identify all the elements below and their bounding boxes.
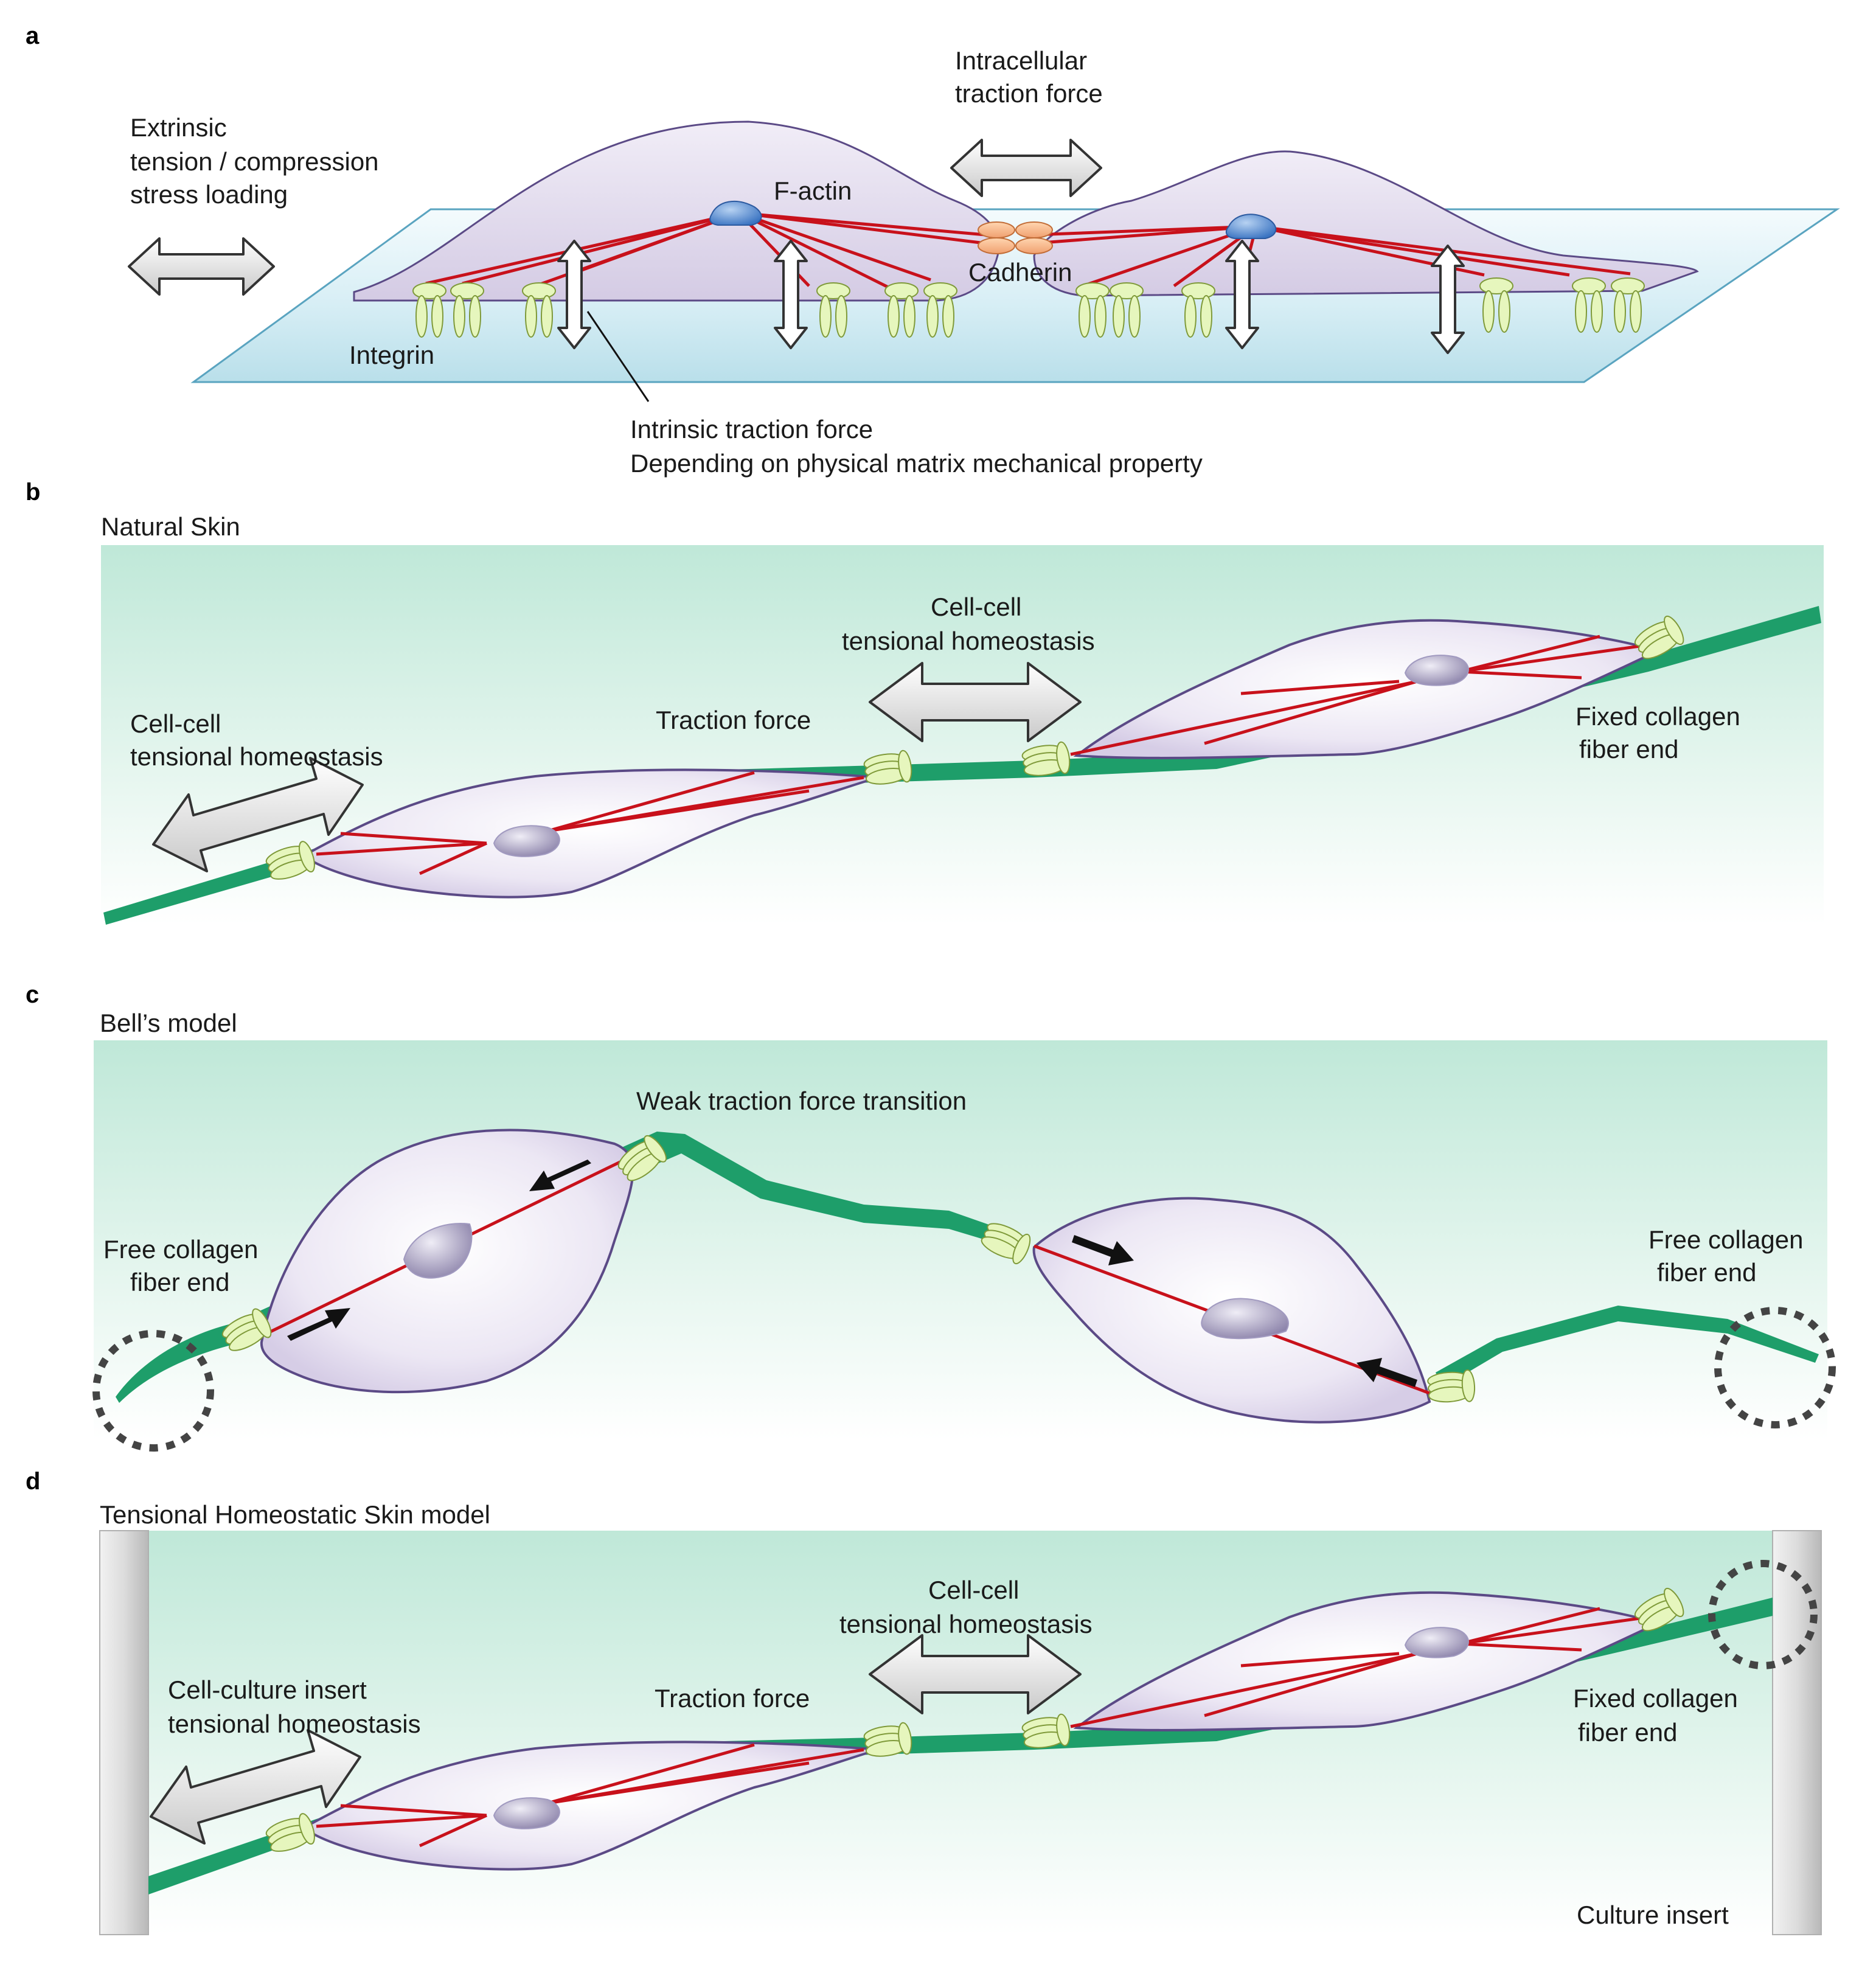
nucleus-a-right xyxy=(1225,214,1277,239)
free-end-circle-left xyxy=(92,1330,214,1452)
free-left-label-1: Free collagen xyxy=(103,1235,258,1264)
nucleus-c-left xyxy=(403,1223,473,1279)
intracellular-label-2: traction force xyxy=(955,79,1103,108)
nucleus-d-right xyxy=(1404,1627,1469,1658)
cadherin-label: Cadherin xyxy=(968,258,1072,287)
free-right-label-1: Free collagen xyxy=(1648,1225,1803,1254)
cellcell-arrow-b-left xyxy=(152,757,364,872)
free-end-circle-right xyxy=(1714,1307,1836,1428)
tissue-background-d xyxy=(100,1531,1821,1935)
cellcell-arrow-d-center xyxy=(869,1634,1082,1714)
panel-d: d Tensional Homeostatic Skin model xyxy=(26,1468,1822,1935)
cellcell-b-left-1: Cell-cell xyxy=(130,709,221,738)
cadherin-cluster xyxy=(978,221,1053,254)
collagen-fiber-d xyxy=(148,1598,1773,1894)
intrinsic-leader-line xyxy=(586,311,650,402)
nucleus-d-left xyxy=(493,1797,560,1829)
traction-label-d: Traction force xyxy=(655,1684,810,1713)
intrinsic-label-2: Depending on physical matrix mechanical … xyxy=(630,449,1203,478)
cellcell-b-center-1: Cell-cell xyxy=(931,593,1021,621)
factin-label: F-actin xyxy=(774,176,852,205)
cellcell-d-center-1: Cell-cell xyxy=(928,1576,1019,1604)
nucleus-b-right xyxy=(1404,655,1469,686)
intracellular-label-1: Intracellular xyxy=(955,46,1087,75)
nucleus-b-left xyxy=(493,825,560,857)
collagen-fiber-b xyxy=(103,606,1821,925)
traction-label-b: Traction force xyxy=(656,706,811,734)
weak-traction-label: Weak traction force transition xyxy=(636,1087,967,1115)
panel-c-title: Bell’s model xyxy=(100,1009,237,1037)
panel-b: b Natural Skin xyxy=(26,479,1824,925)
force-arrows-c xyxy=(287,1160,1417,1387)
panel-b-title: Natural Skin xyxy=(101,512,240,541)
insert-arrow-d-left xyxy=(150,1729,361,1845)
culture-insert-left xyxy=(99,1530,149,1935)
intracellular-arrow xyxy=(950,139,1102,197)
insert-label-d-1: Cell-culture insert xyxy=(168,1675,367,1704)
free-left-label-2: fiber end xyxy=(130,1268,229,1296)
culture-insert-right xyxy=(1772,1530,1822,1935)
extrinsic-label-3: stress loading xyxy=(130,180,288,209)
collagen-fiber-c xyxy=(116,1132,1022,1403)
panel-letter-b: b xyxy=(26,479,40,506)
extrinsic-arrow xyxy=(128,237,275,296)
fixed-end-circle xyxy=(1708,1560,1818,1669)
panel-d-title: Tensional Homeostatic Skin model xyxy=(100,1500,490,1529)
panel-letter-c: c xyxy=(26,981,39,1008)
insert-label-d-2: tensional homeostasis xyxy=(168,1710,421,1738)
actin-fibers-b xyxy=(316,635,1649,875)
actin-fibers-d xyxy=(316,1607,1649,1848)
collagen-fiber-c-right xyxy=(1436,1306,1819,1387)
panel-c: c Bell’s model xyxy=(26,981,1836,1452)
free-right-label-2: fiber end xyxy=(1657,1258,1756,1287)
cellcell-arrow-b-center xyxy=(869,662,1082,742)
cell-right xyxy=(1033,150,1699,297)
intrinsic-label-1: Intrinsic traction force xyxy=(630,415,873,444)
fixed-label-b-1: Fixed collagen xyxy=(1575,702,1740,731)
integrin-label: Integrin xyxy=(349,341,434,369)
fixed-label-d-2: fiber end xyxy=(1578,1718,1677,1747)
extrinsic-label-1: Extrinsic xyxy=(130,113,227,142)
nucleus-c-right xyxy=(1201,1298,1289,1340)
nucleus-a-left xyxy=(709,200,762,226)
fixed-label-b-2: fiber end xyxy=(1579,735,1678,764)
panel-a: a xyxy=(26,23,1840,478)
cellcell-b-left-2: tensional homeostasis xyxy=(130,742,383,771)
cell-left xyxy=(353,120,1000,302)
panel-letter-d: d xyxy=(26,1468,40,1495)
cellcell-d-center-2: tensional homeostasis xyxy=(839,1610,1093,1638)
panel-letter-a: a xyxy=(26,23,40,49)
fixed-label-d-1: Fixed collagen xyxy=(1573,1684,1738,1713)
extrinsic-label-2: tension / compression xyxy=(130,147,379,176)
cellcell-b-center-2: tensional homeostasis xyxy=(842,627,1095,655)
culture-insert-label: Culture insert xyxy=(1577,1901,1729,1929)
